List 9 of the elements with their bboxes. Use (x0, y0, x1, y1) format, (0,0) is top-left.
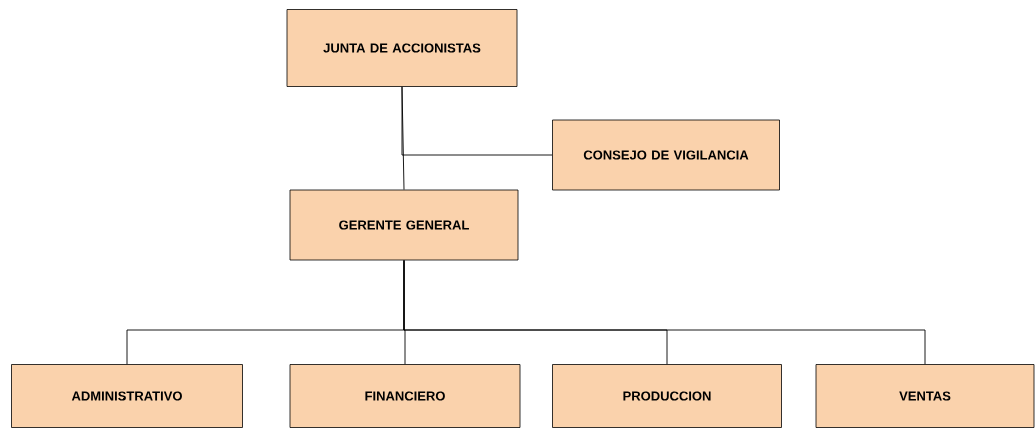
org-box: PRODUCCION (552, 364, 782, 428)
org-box: ADMINISTRATIVO (11, 364, 243, 428)
org-box: VENTAS (815, 364, 1035, 428)
org-box: GERENTE GENERAL (289, 189, 519, 261)
org-box: CONSEJO DE VIGILANCIA (552, 119, 780, 191)
connector-line (401, 86, 553, 156)
org-box: JUNTA DE ACCIONISTAS (286, 9, 518, 87)
connector-line (403, 259, 926, 365)
org-box: FINANCIERO (289, 364, 521, 428)
